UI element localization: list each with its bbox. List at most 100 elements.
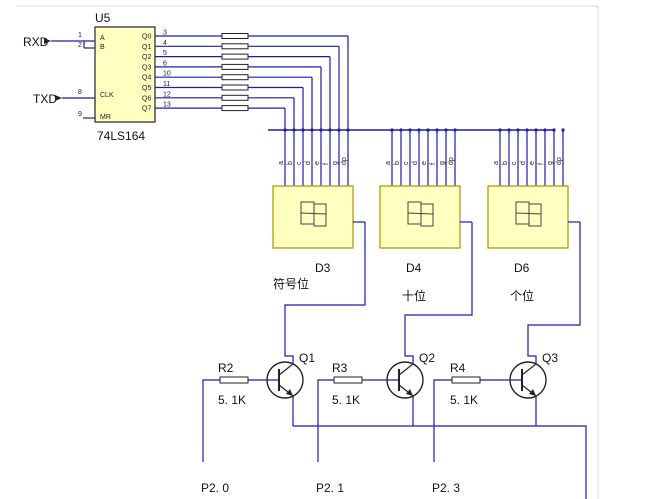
resistor-value: 5. 1K — [450, 393, 478, 407]
segment-pin-label: dp — [341, 157, 348, 165]
resistor-value: 5. 1K — [332, 393, 360, 407]
bus-resistor — [221, 105, 249, 112]
bus-junction — [310, 128, 314, 132]
ic-pin-a-number: 1 — [78, 32, 82, 39]
segment-pin-label: a — [385, 161, 392, 165]
display-body — [272, 185, 354, 249]
bus-junction — [498, 128, 502, 132]
segment-pin-label: dp — [448, 157, 455, 165]
segment-pin-label: c — [403, 161, 410, 165]
display-body — [379, 185, 461, 249]
segment-pin-label: f — [430, 163, 437, 165]
bus-resistor — [221, 43, 249, 50]
transistor-ref: Q3 — [542, 351, 558, 365]
port-wire — [433, 379, 452, 462]
bus-junction — [283, 128, 287, 132]
segment-bus — [155, 33, 555, 131]
display-caption: 个位 — [510, 288, 534, 303]
bus-resistor — [221, 33, 249, 39]
bus-junction — [525, 128, 529, 132]
segment-pin-label: b — [502, 161, 509, 165]
emitter-rail — [293, 425, 587, 499]
segment-pin-label: f — [538, 163, 545, 165]
port-label: P2. 3 — [432, 481, 460, 495]
base-resistor — [219, 376, 249, 384]
base-resistor — [451, 376, 481, 384]
ic-output-q4: Q4 — [142, 75, 151, 82]
ic-output-pin-4: 4 — [163, 40, 167, 47]
ic-output-q2: Q2 — [142, 54, 151, 61]
bus-junction — [408, 128, 412, 132]
bus-junction — [417, 128, 421, 132]
collector-wire — [404, 222, 473, 364]
resistor-ref: R2 — [218, 361, 234, 375]
segment-pin-label: g — [439, 161, 446, 165]
bus-junction — [552, 128, 556, 132]
ic-pin-clk-number: 8 — [78, 89, 82, 96]
ic-input-clk-label: CLK — [100, 92, 114, 99]
segment-pin-label: e — [529, 161, 536, 165]
ic-output-pin-5: 5 — [163, 50, 167, 57]
ic-ref-label: U5 — [95, 11, 111, 25]
resistor-ref: R4 — [450, 361, 466, 375]
ic-pin-mr-number: 9 — [78, 111, 82, 118]
segment-pin-label: b — [394, 161, 401, 165]
rxd-label: RXD — [23, 35, 49, 49]
ic-output-q3: Q3 — [142, 64, 151, 71]
txd-arrow-icon — [55, 95, 62, 101]
bus-junction — [516, 128, 520, 132]
ic-output-pin-11: 11 — [163, 81, 170, 88]
bus-resistor — [221, 84, 249, 91]
bus-junction — [561, 128, 565, 132]
display-ref: D4 — [406, 261, 422, 275]
ic-output-pin-3: 3 — [163, 30, 167, 37]
bus-junction — [453, 128, 457, 132]
digit-middle-segment — [300, 212, 327, 215]
bus-junction — [435, 128, 439, 132]
transistor-ref: Q1 — [299, 351, 315, 365]
ic-part-label: 74LS164 — [97, 129, 145, 143]
ic-output-q0: Q0 — [142, 34, 151, 41]
transistor-ref: Q2 — [419, 351, 435, 365]
segment-pin-label: a — [493, 161, 500, 165]
bus-junction — [346, 128, 350, 132]
resistor-value: 5. 1K — [218, 393, 246, 407]
bus-junction — [534, 128, 538, 132]
ic-output-q7: Q7 — [142, 106, 151, 113]
transistor-collector — [398, 363, 414, 376]
bus-junction — [426, 128, 430, 132]
segment-pin-label: g — [332, 161, 339, 165]
segment-pin-label: f — [323, 163, 330, 165]
segment-pin-label: c — [511, 161, 518, 165]
bus-junction — [337, 128, 341, 132]
collector-wire — [284, 222, 366, 364]
emitter-arrow-icon — [529, 389, 536, 396]
ic-output-pin-6: 6 — [163, 60, 167, 67]
ic-output-pin-10: 10 — [163, 71, 171, 78]
ic-body — [94, 26, 156, 123]
port-label: P2. 1 — [316, 481, 344, 495]
bus-resistor — [221, 74, 249, 81]
ic-output-q6: Q6 — [142, 95, 151, 102]
segment-pin-label: a — [278, 161, 285, 165]
segment-pin-label: e — [314, 161, 321, 165]
port-wire — [202, 379, 220, 462]
rxd-arrow-icon — [44, 38, 51, 44]
segment-pin-label: d — [412, 161, 419, 165]
ic-input-mr-label: MR — [100, 114, 111, 121]
bus-resistor — [221, 63, 249, 70]
ic-pin-b-number: 2 — [78, 42, 82, 49]
ic-output-pin-12: 12 — [163, 91, 171, 98]
segment-pin-label: dp — [556, 157, 563, 165]
digit-middle-segment — [515, 212, 542, 215]
digit-middle-segment — [407, 212, 434, 215]
ic-output-pin-13: 13 — [163, 102, 171, 109]
transistor-collector — [278, 363, 294, 376]
segment-pin-label: d — [305, 161, 312, 165]
